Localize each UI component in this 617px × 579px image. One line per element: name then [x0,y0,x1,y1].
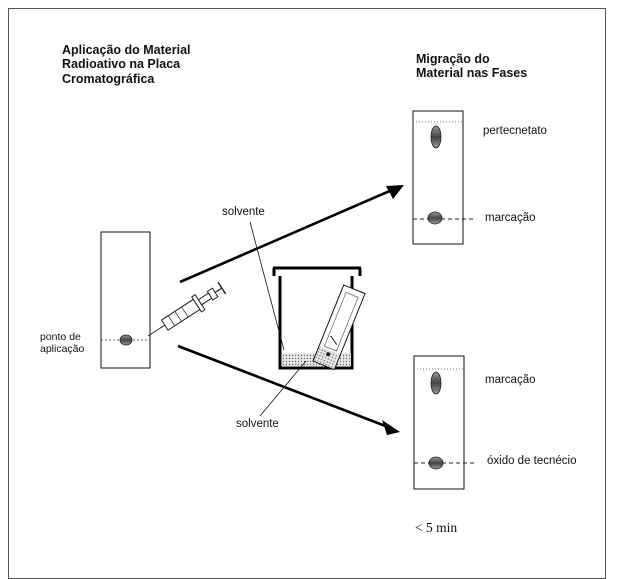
syringe-icon [147,281,227,337]
upper-result-plate [412,110,475,245]
solvent-label-top: solvente [222,206,265,218]
lower-plate-top-label: marcação [485,374,536,386]
upper-plate-bottom-label: marcação [485,212,536,224]
upper-plate-top-label: pertecnetato [483,125,547,137]
arrow-to-lower-plate [177,344,389,429]
migration-heading: Migração do Material nas Fases [416,52,528,81]
figure-frame [8,8,606,579]
leader-solvent-bottom [259,360,307,417]
solvent-tank [272,266,366,371]
time-label: < 5 min [415,520,458,535]
lower-plate-bottom-label: óxido de tecnécio [487,455,577,467]
solvent-label-bottom: solvente [236,418,279,430]
application-spot [119,334,133,346]
application-plate [100,231,151,369]
application-point-label: ponto de aplicação [40,331,85,356]
arrow-head-lower [382,420,400,435]
leader-solvent-top [249,221,285,351]
lower-result-plate [413,355,476,490]
arrow-to-upper-plate [179,188,393,284]
arrow-head-upper [386,185,404,199]
application-heading: Aplicação do Material Radioativo na Plac… [62,43,191,86]
